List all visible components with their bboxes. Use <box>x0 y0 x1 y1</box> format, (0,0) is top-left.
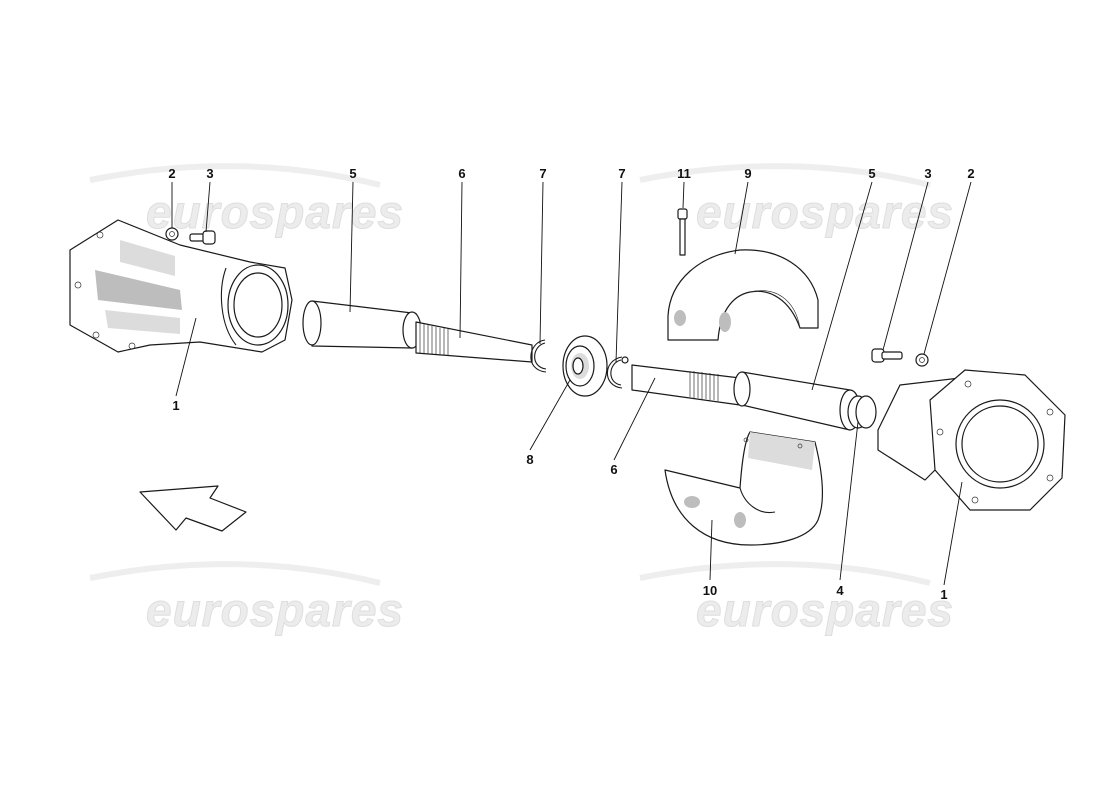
callout-left-shaft: 6 <box>458 166 465 181</box>
callout-right-washer: 2 <box>967 166 974 181</box>
right-circlip-part <box>606 356 629 389</box>
callout-left-housing: 1 <box>172 398 179 413</box>
left-circlip-part <box>530 339 547 373</box>
watermark-top-right: eurospares <box>639 163 954 239</box>
callout-right-tube: 5 <box>868 166 875 181</box>
callout-right-housing: 1 <box>940 587 947 602</box>
right-housing-part <box>877 369 1066 511</box>
watermark-top-left: eurospares <box>89 163 404 239</box>
bearing-part <box>562 335 608 397</box>
callout-right-circlip: 7 <box>618 166 625 181</box>
direction-arrow-icon <box>139 485 247 532</box>
right-screw-part <box>871 348 903 363</box>
lower-clamp-part <box>664 431 823 546</box>
watermark-text: eurospares <box>696 584 954 636</box>
callout-bearing: 8 <box>526 452 533 467</box>
watermark-text: eurospares <box>696 186 954 238</box>
left-screw-part <box>189 230 216 245</box>
callout-right-screw: 3 <box>924 166 931 181</box>
left-shaft-part <box>415 321 533 363</box>
joint-part <box>847 395 877 429</box>
callout-left-circlip: 7 <box>539 166 546 181</box>
left-washer-part <box>165 227 179 241</box>
watermark-text: eurospares <box>146 584 404 636</box>
callout-left-washer: 2 <box>168 166 175 181</box>
callout-joint: 4 <box>836 583 844 598</box>
right-tube-part <box>733 371 861 431</box>
callout-upper-clamp: 9 <box>744 166 751 181</box>
leader-lines <box>171 181 972 586</box>
watermark-bottom-left: eurospares <box>89 561 404 637</box>
right-washer-part <box>915 353 929 367</box>
right-shaft-part <box>631 364 741 406</box>
upper-clamp-part <box>667 249 819 341</box>
callout-left-screw: 3 <box>206 166 213 181</box>
callout-left-tube: 5 <box>349 166 356 181</box>
watermark-text: eurospares <box>146 186 404 238</box>
vertical-screw-part <box>677 208 688 256</box>
callout-lower-clamp: 10 <box>703 583 717 598</box>
left-housing-part <box>69 219 293 353</box>
callout-right-shaft: 6 <box>610 462 617 477</box>
callout-vertical-screw: 11 <box>677 166 691 181</box>
left-tube-part <box>302 300 422 349</box>
watermark-bottom-right: eurospares <box>639 561 954 637</box>
